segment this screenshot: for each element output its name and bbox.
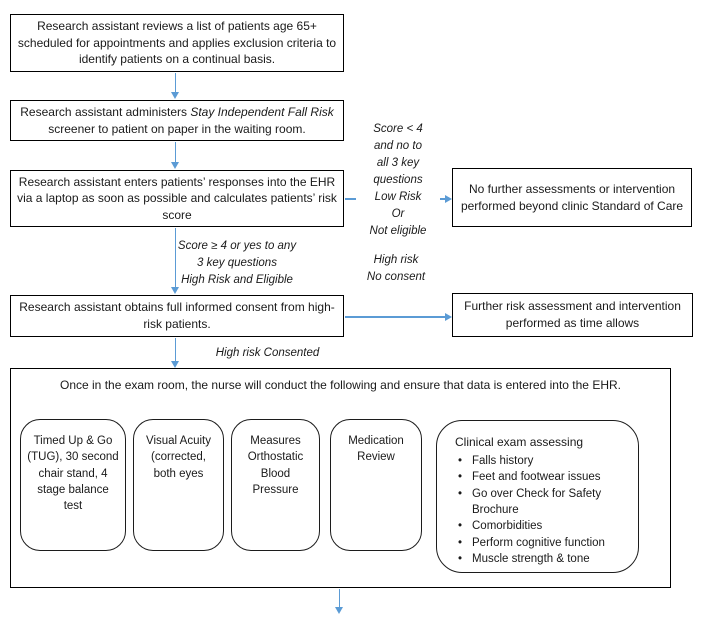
exam-card-visual-acuity: Visual Acuity (corrected, both eyes	[133, 419, 224, 551]
label-low-risk-line: Or	[391, 208, 405, 220]
step-screener-text: Research assistant administers Stay Inde…	[17, 104, 337, 137]
arrow-ehr-to-consent	[174, 228, 176, 287]
clinical-exam-bullet-list: Falls history Feet and footwear issues G…	[455, 453, 630, 568]
step-ehr-entry: Research assistant enters patients’ resp…	[10, 170, 344, 227]
outcome-further-risk-assessment: Further risk assessment and intervention…	[452, 293, 693, 337]
step-administer-screener: Research assistant administers Stay Inde…	[10, 100, 344, 141]
clinical-bullet-item: Feet and footwear issues	[455, 469, 630, 486]
label-low-risk-line: Not eligible	[369, 225, 427, 237]
arrow-screener-to-ehr	[174, 142, 176, 162]
label-low-risk: Score < 4 and no to all 3 key questions …	[356, 121, 440, 240]
label-high-risk-eligible-line: Score ≥ 4 or yes to any	[177, 240, 297, 252]
step-review-text: Research assistant reviews a list of pat…	[17, 19, 337, 67]
clinical-bullet-item: Perform cognitive function	[455, 535, 630, 552]
clinical-bullet-item: Falls history	[455, 453, 630, 470]
arrow-review-to-screener	[174, 73, 176, 92]
step-review-patients: Research assistant reviews a list of pat…	[10, 14, 344, 72]
clinical-bullet-item: Muscle strength & tone	[455, 551, 630, 568]
label-high-risk-eligible: Score ≥ 4 or yes to any 3 key questions …	[176, 238, 298, 289]
exam-card-visual-acuity-text: Visual Acuity (corrected, both eyes	[146, 435, 211, 480]
label-low-risk-line: all 3 key	[376, 157, 420, 169]
clinical-bullet-item: Go over Check for Safety Brochure	[455, 486, 630, 519]
outcome-further-risk-text: Further risk assessment and intervention…	[464, 299, 681, 330]
label-low-risk-line: Score < 4	[373, 123, 423, 135]
outcome-no-further-care: No further assessments or intervention p…	[452, 168, 692, 227]
label-consented-line: High risk Consented	[215, 347, 320, 359]
label-low-risk-line: and no to	[374, 140, 422, 152]
clinical-bullet-item: Comorbidities	[455, 518, 630, 535]
screener-text-italic: Stay Independent Fall Risk	[190, 104, 334, 119]
exam-card-orthostatic-bp-text: Measures Orthostatic Blood Pressure	[247, 435, 304, 496]
step-ehr-entry-text: Research assistant enters patients’ resp…	[17, 174, 337, 222]
clinical-exam-title: Clinical exam assessing	[455, 435, 584, 449]
exam-card-tug: Timed Up & Go (TUG), 30 second chair sta…	[20, 419, 126, 551]
exam-card-medication-review-text: Medication Review	[348, 435, 404, 464]
label-low-risk-line: Low Risk	[374, 191, 422, 203]
exam-card-clinical-exam: Clinical exam assessing Falls history Fe…	[436, 420, 639, 573]
exam-card-medication-review: Medication Review	[330, 419, 422, 551]
label-low-risk-line: questions	[373, 174, 423, 186]
screener-text-suffix: screener to patient on paper in the wait…	[48, 121, 306, 136]
step-obtain-consent: Research assistant obtains full informed…	[10, 295, 344, 337]
exam-room-header: Once in the exam room, the nurse will co…	[60, 378, 621, 392]
label-high-risk-consented: High risk Consented	[200, 345, 335, 362]
label-high-risk-eligible-line: High Risk and Eligible	[181, 274, 293, 286]
step-obtain-consent-text: Research assistant obtains full informed…	[19, 300, 335, 331]
exam-card-tug-text: Timed Up & Go (TUG), 30 second chair sta…	[27, 435, 119, 513]
label-no-consent-line: High risk	[373, 254, 419, 266]
label-high-risk-no-consent: High risk No consent	[356, 252, 436, 286]
exam-card-orthostatic-bp: Measures Orthostatic Blood Pressure	[231, 419, 320, 551]
arrow-consent-to-further-risk	[345, 316, 445, 318]
outcome-no-further-care-text: No further assessments or intervention p…	[460, 181, 684, 213]
label-no-consent-line: No consent	[366, 271, 426, 283]
arrow-exam-continues	[338, 589, 340, 607]
label-high-risk-eligible-line: 3 key questions	[197, 257, 277, 269]
screener-text-prefix: Research assistant administers	[20, 104, 191, 119]
arrow-consent-to-exam	[174, 338, 176, 361]
